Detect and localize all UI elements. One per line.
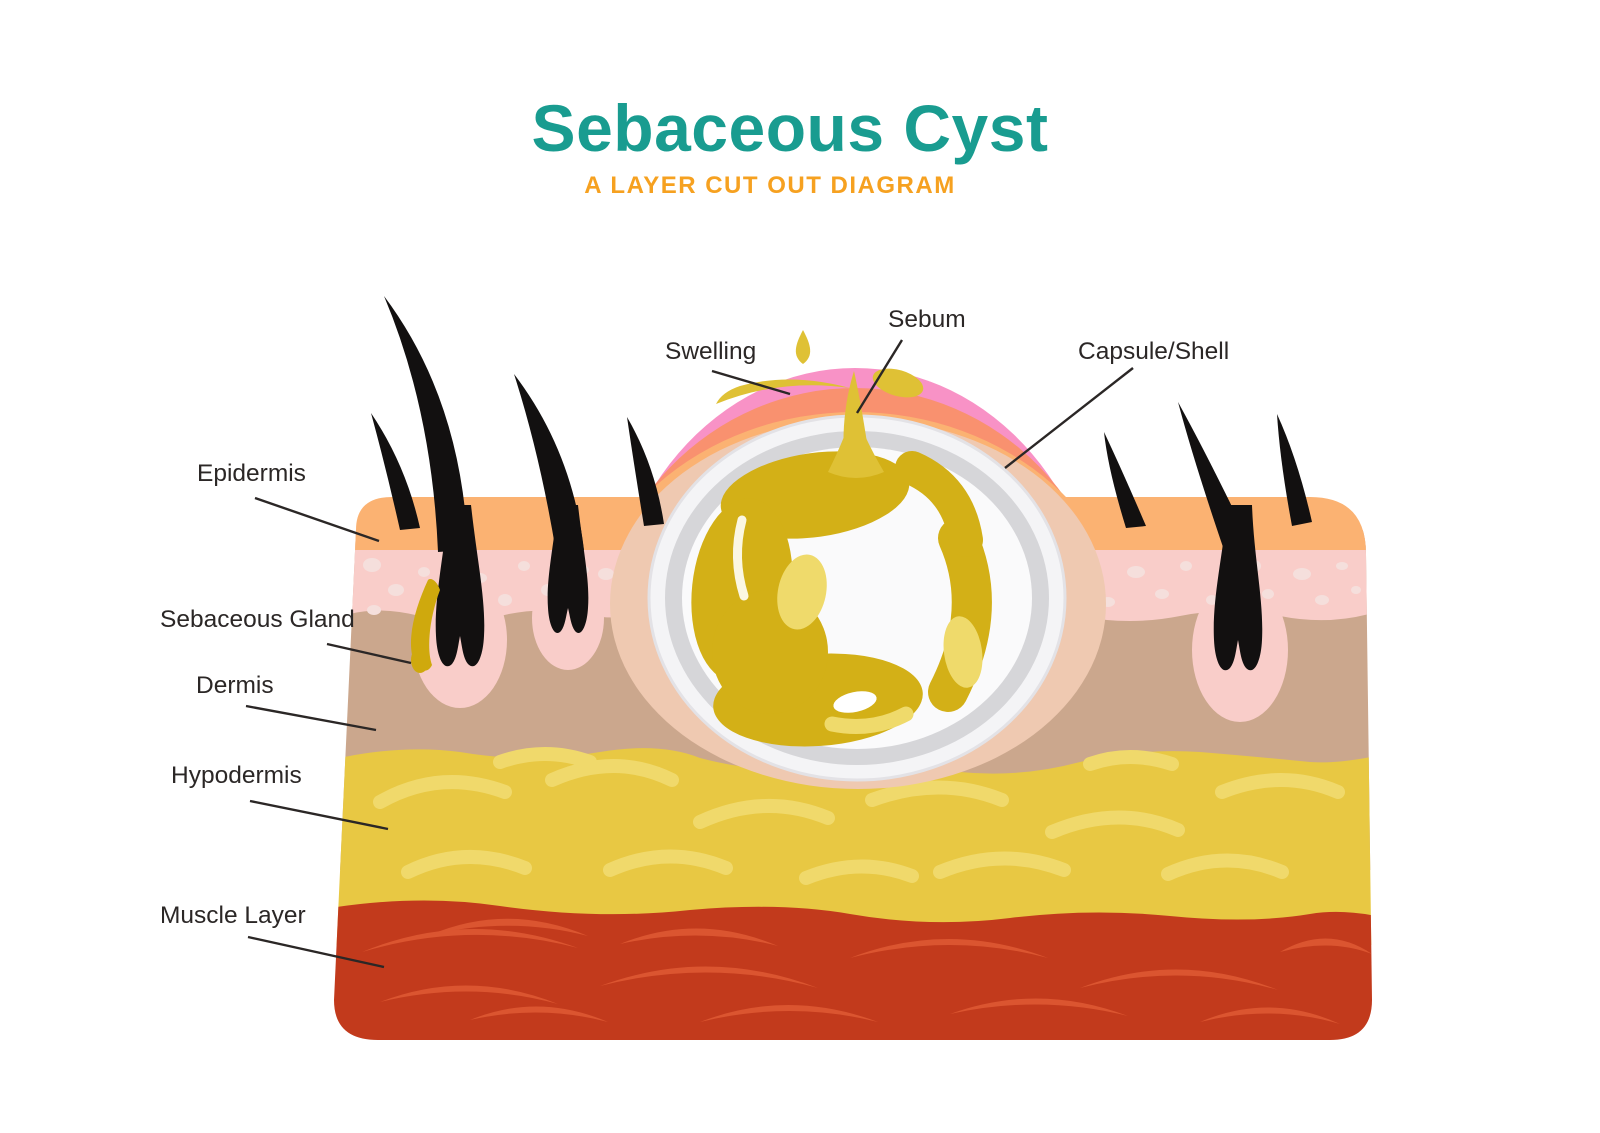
- hair: [1104, 432, 1146, 528]
- sebum-blob: [872, 368, 924, 398]
- leader-swelling: [711, 369, 791, 396]
- label-swelling: Swelling: [665, 338, 757, 365]
- leader-sebaceous-gland: [326, 642, 412, 665]
- fat-lobule-arcs: [373, 747, 1345, 885]
- muscle-layer: [334, 900, 1372, 1040]
- sebaceous-gland-shape: [410, 579, 440, 673]
- hair: [371, 413, 420, 530]
- hypodermis-layer: [334, 748, 1372, 945]
- hair: [627, 417, 664, 526]
- label-dermis: Dermis: [196, 672, 274, 699]
- hair: [384, 296, 468, 552]
- sebum-highlights: [732, 515, 983, 734]
- sebum-spurt-flare: [828, 408, 884, 478]
- leader-sebum: [855, 339, 904, 414]
- label-hypodermis: Hypodermis: [171, 762, 302, 789]
- leader-lines: [245, 339, 1134, 969]
- page-title: Sebaceous Cyst: [531, 91, 1049, 165]
- sebum-eruption: [716, 330, 924, 478]
- leader-capsule-shell: [1004, 367, 1134, 469]
- label-capsule-shell: Capsule/Shell: [1078, 338, 1230, 365]
- sebum-droplet: [795, 330, 811, 364]
- label-sebum: Sebum: [888, 306, 966, 333]
- hairs: [371, 296, 1312, 552]
- label-sebaceous-gland: Sebaceous Gland: [160, 606, 355, 633]
- cyst: [610, 330, 1106, 789]
- leader-hypodermis: [249, 799, 389, 831]
- hair: [1277, 414, 1312, 526]
- muscle-fiber-strands: [362, 918, 1372, 1024]
- hair: [514, 374, 584, 552]
- sebum-streak: [716, 379, 850, 404]
- page-subtitle: A LAYER CUT OUT DIAGRAM: [584, 172, 956, 199]
- label-muscle-layer: Muscle Layer: [160, 902, 306, 929]
- leader-muscle-layer: [247, 935, 385, 969]
- label-epidermis: Epidermis: [197, 460, 306, 487]
- leader-dermis: [245, 704, 377, 732]
- leader-epidermis: [254, 496, 380, 543]
- hair: [1178, 402, 1252, 550]
